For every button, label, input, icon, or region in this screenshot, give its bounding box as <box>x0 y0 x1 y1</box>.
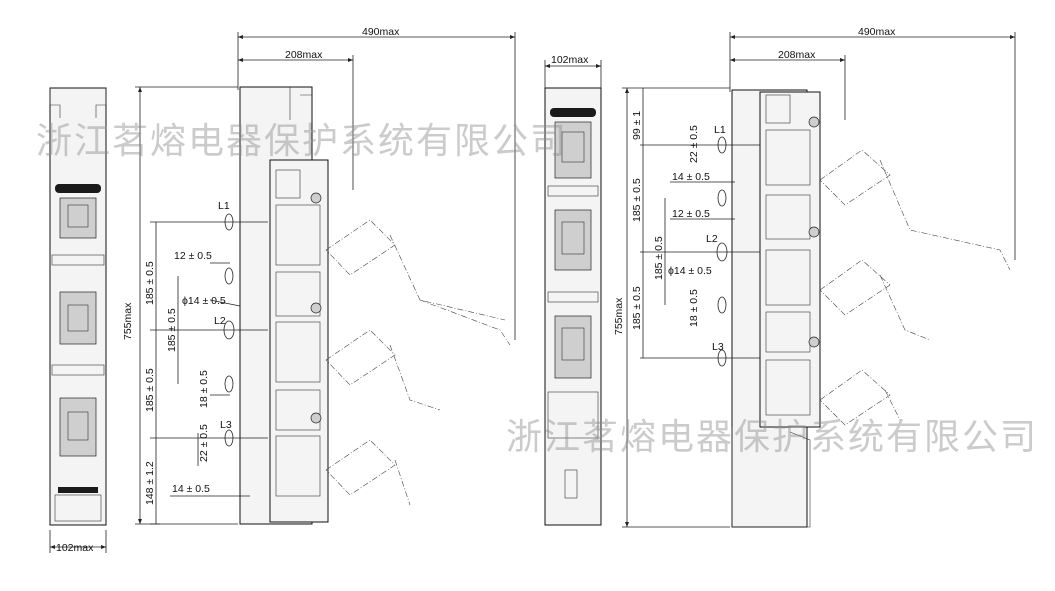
left-dim-12-label: 12 ± 0.5 <box>174 250 212 262</box>
left-width-top-body-label: 208max <box>285 49 323 61</box>
left-height-overall-label: 755max <box>122 302 134 340</box>
right-width-top-overall-label: 490max <box>858 26 896 38</box>
left-phase-spacing-2-label: 185 ± 0.5 <box>166 308 178 352</box>
right-phase-spacing-3-label: 185 ± 0.5 <box>631 286 643 330</box>
left-front-view <box>49 87 107 553</box>
left-bottom-offset-label: 148 ± 1.2 <box>144 461 156 505</box>
watermark-text: 浙江茗熔电器保护系统有限公司 <box>506 417 1039 458</box>
left-terminal-l1-label: L1 <box>218 200 230 212</box>
right-width-top-body-label: 208max <box>778 49 816 61</box>
right-terminal-l3-label: L3 <box>712 341 724 353</box>
right-phase-spacing-1-label: 185 ± 0.5 <box>631 178 643 222</box>
left-dim-22-label: 22 ± 0.5 <box>198 424 210 462</box>
left-width-top-overall-label: 490max <box>362 26 400 38</box>
right-width-front-label: 102max <box>551 54 589 66</box>
left-width-front-label: 102max <box>56 542 94 554</box>
left-dim-14dia-label: ϕ14 ± 0.5 <box>182 295 226 307</box>
left-dim-18-label: 18 ± 0.5 <box>198 370 210 408</box>
right-phase-spacing-2-label: 185 ± 0.5 <box>653 236 665 280</box>
right-height-overall-label: 755max <box>613 297 625 335</box>
left-phase-spacing-1-label: 185 ± 0.5 <box>144 261 156 305</box>
left-side-view <box>239 86 511 525</box>
right-dim-22-label: 22 ± 0.5 <box>688 125 700 163</box>
right-terminal-l2-label: L2 <box>706 233 718 245</box>
right-side-view <box>731 89 1011 528</box>
left-terminal-l3-label: L3 <box>220 419 232 431</box>
left-dim-14-label: 14 ± 0.5 <box>172 483 210 495</box>
right-front-view <box>544 60 602 526</box>
right-top-offset-label: 99 ± 1 <box>631 111 643 140</box>
watermark-text: 浙江茗熔电器保护系统有限公司 <box>36 121 569 162</box>
right-dim-14-label: 14 ± 0.5 <box>672 171 710 183</box>
right-terminal-l1-label: L1 <box>714 124 726 136</box>
right-dim-18-label: 18 ± 0.5 <box>688 289 700 327</box>
left-terminal-l2-label: L2 <box>214 315 226 327</box>
right-dim-14dia-label: ϕ14 ± 0.5 <box>668 265 712 277</box>
right-dim-12-label: 12 ± 0.5 <box>672 208 710 220</box>
left-phase-spacing-3-label: 185 ± 0.5 <box>144 368 156 412</box>
